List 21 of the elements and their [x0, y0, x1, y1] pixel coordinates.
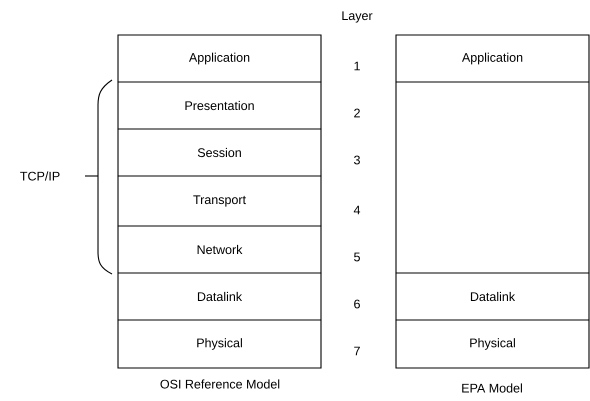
bracket-label: TCP/IP [20, 171, 60, 181]
layer-number: 6 [354, 300, 360, 308]
layer-box: Application [117, 34, 322, 83]
layer-number: 1 [354, 62, 360, 70]
layer-box: Datalink [117, 272, 322, 321]
layer-box: Transport [117, 175, 322, 227]
caption: EPA Model [462, 383, 522, 393]
layer-box: Physical [117, 319, 322, 369]
layer-box: Session [117, 128, 322, 177]
layer-number: 4 [354, 206, 360, 214]
layer-number: 5 [354, 252, 360, 262]
empty-layer-box [395, 81, 590, 274]
layer-box: Presentation [117, 81, 322, 130]
layer-box: Datalink [395, 272, 590, 321]
column-heading: Layer [342, 11, 372, 23]
layer-number: 3 [354, 156, 360, 164]
layer-box: Physical [395, 319, 590, 369]
layer-box: Network [117, 225, 322, 274]
layer-number: 7 [354, 346, 360, 356]
layer-number: 2 [354, 108, 360, 118]
layer-box: Application [395, 34, 590, 83]
